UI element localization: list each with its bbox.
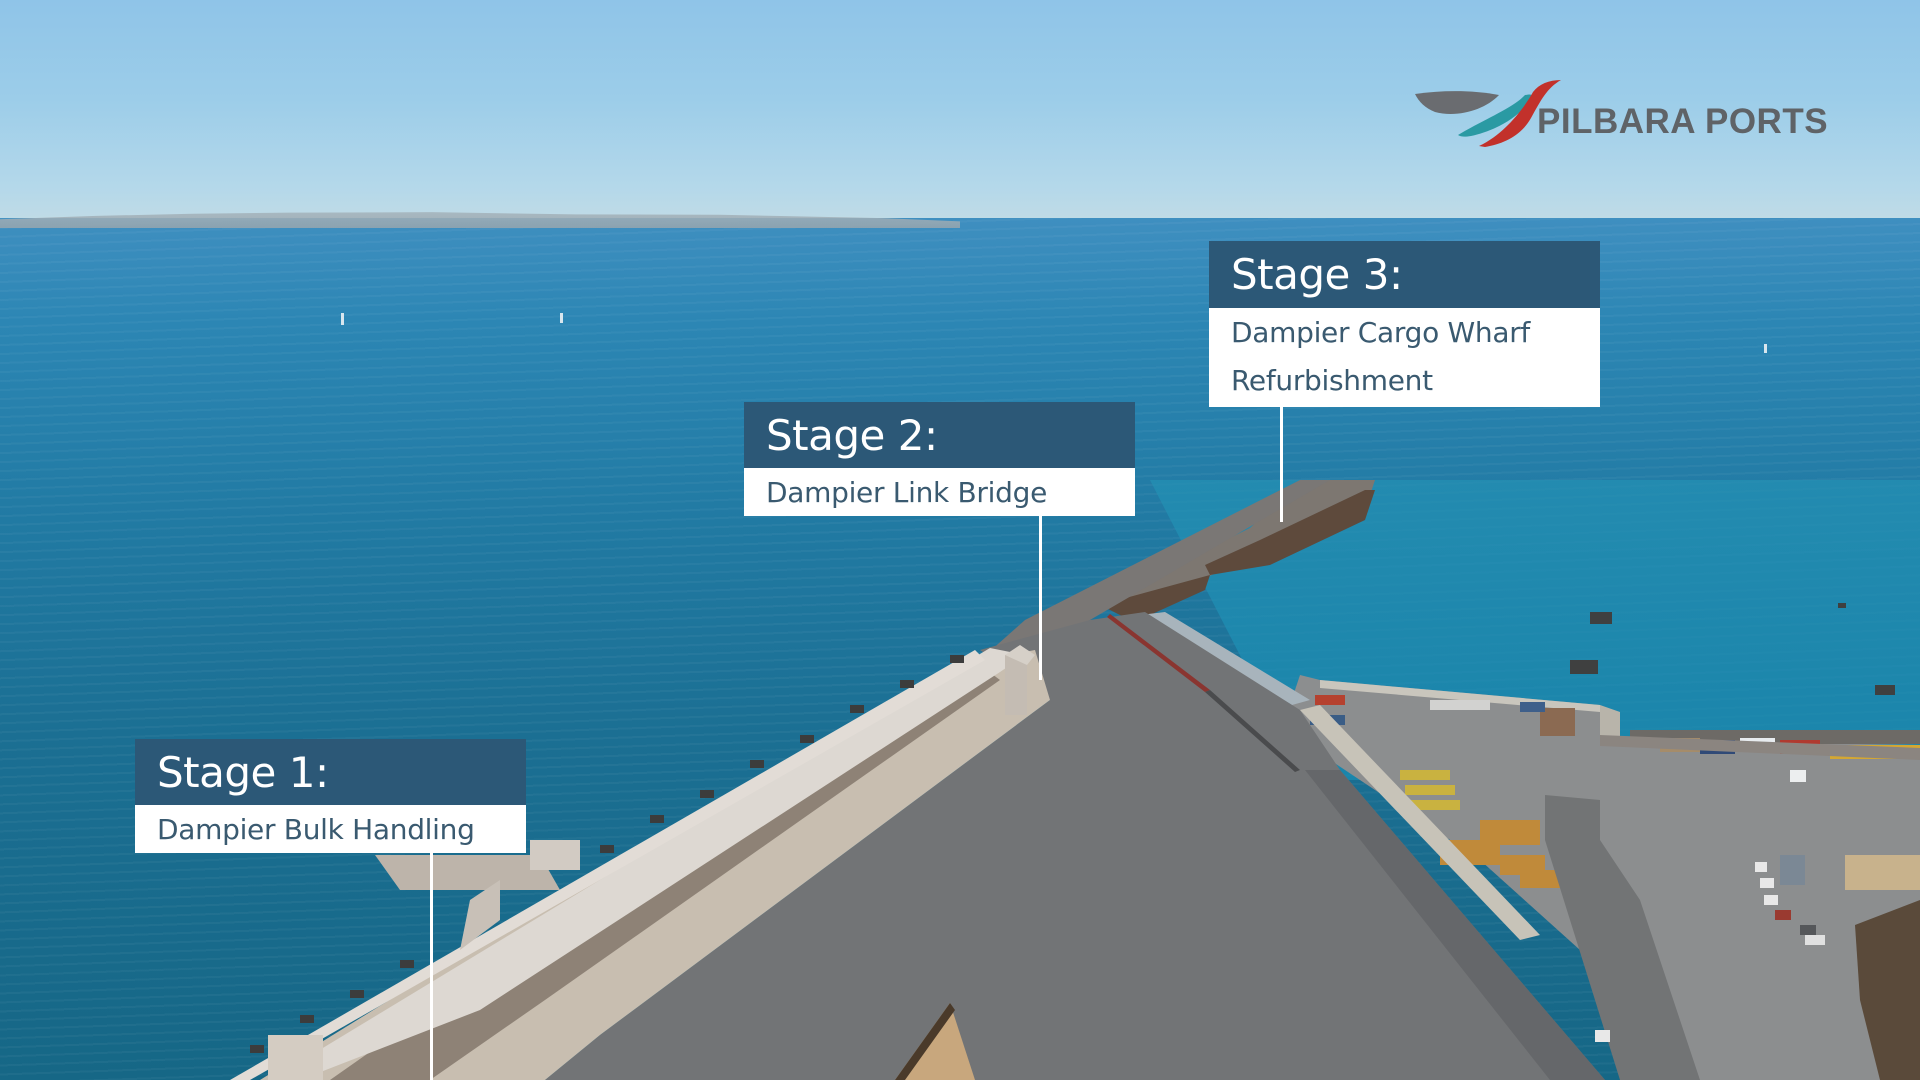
- stage-2-label: Stage 2: Dampier Link Bridge: [744, 402, 1135, 516]
- stage-1-connector: [430, 853, 433, 1080]
- stage-3-connector: [1280, 407, 1283, 522]
- distant-island: [0, 212, 960, 228]
- wharf-deck: [545, 480, 1605, 1080]
- stage-3-description-line-1: Dampier Cargo Wharf: [1209, 308, 1600, 358]
- cargo-yard: [1290, 675, 1920, 1080]
- stage-1-title: Stage 1:: [135, 739, 526, 805]
- boats: [1570, 603, 1895, 695]
- brand-name: PILBARA PORTS: [1537, 102, 1829, 141]
- sky: [0, 0, 1920, 220]
- stage-2-description: Dampier Link Bridge: [744, 468, 1135, 516]
- stage-3-title: Stage 3:: [1209, 241, 1600, 308]
- bulk-handling-conveyor: [230, 645, 1050, 1080]
- stage-2-connector: [1039, 516, 1042, 680]
- stage-1-description: Dampier Bulk Handling: [135, 805, 526, 853]
- stage-3-description-line-2: Refurbishment: [1209, 358, 1600, 407]
- pilbara-ports-logo: PILBARA PORTS: [1413, 80, 1828, 150]
- pilbara-ports-swoosh-icon: [1415, 80, 1561, 147]
- cargo-wharf: [1100, 480, 1375, 705]
- stage-1-label: Stage 1: Dampier Bulk Handling: [135, 739, 526, 853]
- stage-2-title: Stage 2:: [744, 402, 1135, 468]
- stage-3-label: Stage 3: Dampier Cargo Wharf Refurbishme…: [1209, 241, 1600, 407]
